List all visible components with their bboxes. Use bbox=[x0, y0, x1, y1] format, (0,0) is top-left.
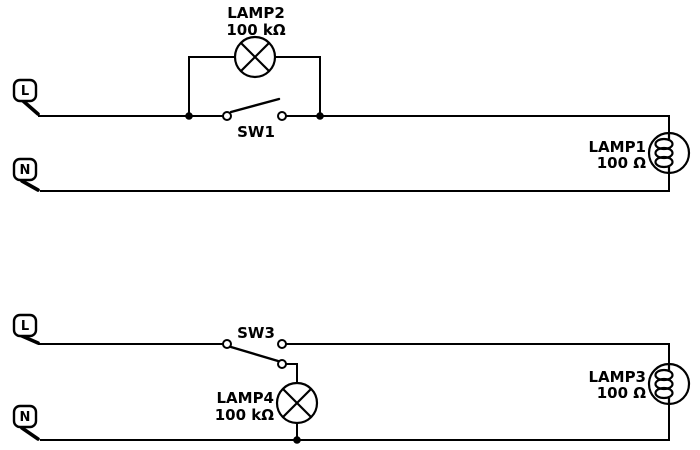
terminal-neutral-bottom: N bbox=[12, 404, 40, 441]
terminal-neutral-top: N bbox=[12, 157, 40, 192]
terminal-live-label: L bbox=[21, 319, 29, 334]
switch-contact bbox=[277, 111, 287, 121]
bottom-circuit: L SW3 LAMP4 100 kΩ bbox=[12, 313, 691, 444]
lamp2-branch-wire bbox=[188, 56, 321, 116]
lamp3-value: 100 Ω bbox=[597, 384, 647, 402]
switch-contact bbox=[277, 359, 287, 369]
terminal-live-label: L bbox=[21, 84, 29, 99]
sw1-switch[interactable] bbox=[222, 97, 287, 121]
filament-coil bbox=[654, 386, 674, 400]
terminal-box bbox=[12, 313, 38, 338]
lamp-cross-line bbox=[282, 388, 312, 418]
lamp1-label: LAMP1 bbox=[588, 138, 646, 156]
terminal-tail bbox=[20, 179, 40, 192]
sw1-label: SW1 bbox=[237, 123, 275, 141]
terminal-box bbox=[12, 157, 38, 182]
top-circuit: L SW1 LAMP2 100 kΩ bbox=[12, 4, 691, 192]
terminal-neutral-label: N bbox=[20, 163, 31, 178]
terminal-box bbox=[12, 78, 38, 103]
switch-blade bbox=[229, 345, 280, 363]
lamp2-symbol bbox=[233, 35, 277, 79]
lamp3-symbol bbox=[647, 362, 691, 406]
switch-contact bbox=[222, 111, 232, 121]
terminal-live-bottom: L bbox=[12, 313, 40, 345]
sw3-switch[interactable] bbox=[222, 339, 287, 369]
junction-dot bbox=[185, 112, 193, 120]
lamp1-value: 100 Ω bbox=[597, 154, 647, 172]
switch-contact bbox=[222, 339, 232, 349]
terminal-box bbox=[12, 404, 38, 429]
live-wire bbox=[38, 115, 670, 133]
live-wire bbox=[38, 343, 670, 364]
junction-dot bbox=[316, 112, 324, 120]
terminal-neutral-label: N bbox=[20, 410, 31, 425]
neutral-wire bbox=[40, 173, 670, 192]
terminal-tail bbox=[20, 98, 40, 116]
lamp3-label: LAMP3 bbox=[588, 368, 646, 386]
terminal-tail bbox=[20, 426, 40, 441]
filament-coil bbox=[654, 155, 674, 169]
lamp2-value: 100 kΩ bbox=[226, 21, 286, 39]
lamp2-label: LAMP2 bbox=[227, 4, 285, 22]
switch-blade bbox=[229, 97, 281, 114]
lamp4-value: 100 kΩ bbox=[215, 406, 275, 424]
lamp1-symbol bbox=[647, 131, 691, 175]
lamp-circle bbox=[275, 381, 319, 425]
lamp-circle bbox=[233, 35, 277, 79]
switch-contact bbox=[277, 339, 287, 349]
sw3-label: SW3 bbox=[237, 324, 275, 342]
neutral-wire bbox=[40, 404, 670, 441]
terminal-live-top: L bbox=[12, 78, 40, 116]
lamp-cross-line bbox=[240, 42, 270, 72]
lamp4-label: LAMP4 bbox=[216, 389, 274, 407]
lamp4-symbol bbox=[275, 381, 319, 425]
